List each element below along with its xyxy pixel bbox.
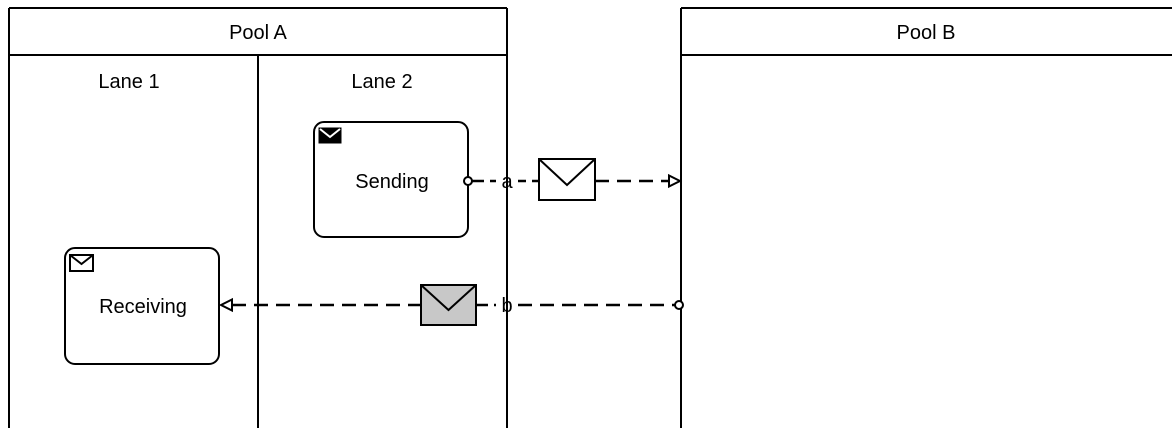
- task-sending-label: Sending: [355, 171, 428, 193]
- pool-b-label: Pool B: [897, 22, 956, 44]
- envelope-icon: [538, 158, 596, 201]
- message-flow-a-label: a: [501, 171, 513, 193]
- message-flow-b[interactable]: b: [218, 284, 684, 326]
- lane-1[interactable]: Lane 1: [98, 71, 159, 93]
- lane-2[interactable]: Lane 2: [351, 71, 412, 93]
- pool-a[interactable]: Pool A: [8, 7, 508, 428]
- message-flow-a[interactable]: a: [463, 158, 683, 201]
- pool-a-label: Pool A: [229, 22, 287, 44]
- lane-1-label: Lane 1: [98, 71, 159, 93]
- message-flow-b-arrowhead: [218, 297, 233, 313]
- send-message-icon: [318, 127, 342, 144]
- message-flow-b-start-circle: [674, 300, 684, 310]
- receive-message-icon: [69, 254, 94, 272]
- message-flow-a-arrowhead: [668, 173, 683, 189]
- message-flow-a-start-circle: [463, 176, 473, 186]
- task-receiving-label: Receiving: [99, 296, 187, 318]
- lane-2-label: Lane 2: [351, 71, 412, 93]
- envelope-icon: [420, 284, 477, 326]
- pool-b[interactable]: Pool B: [680, 7, 1172, 428]
- task-sending[interactable]: Sending: [313, 121, 469, 238]
- task-receiving[interactable]: Receiving: [64, 247, 220, 365]
- message-flow-b-label: b: [501, 295, 512, 317]
